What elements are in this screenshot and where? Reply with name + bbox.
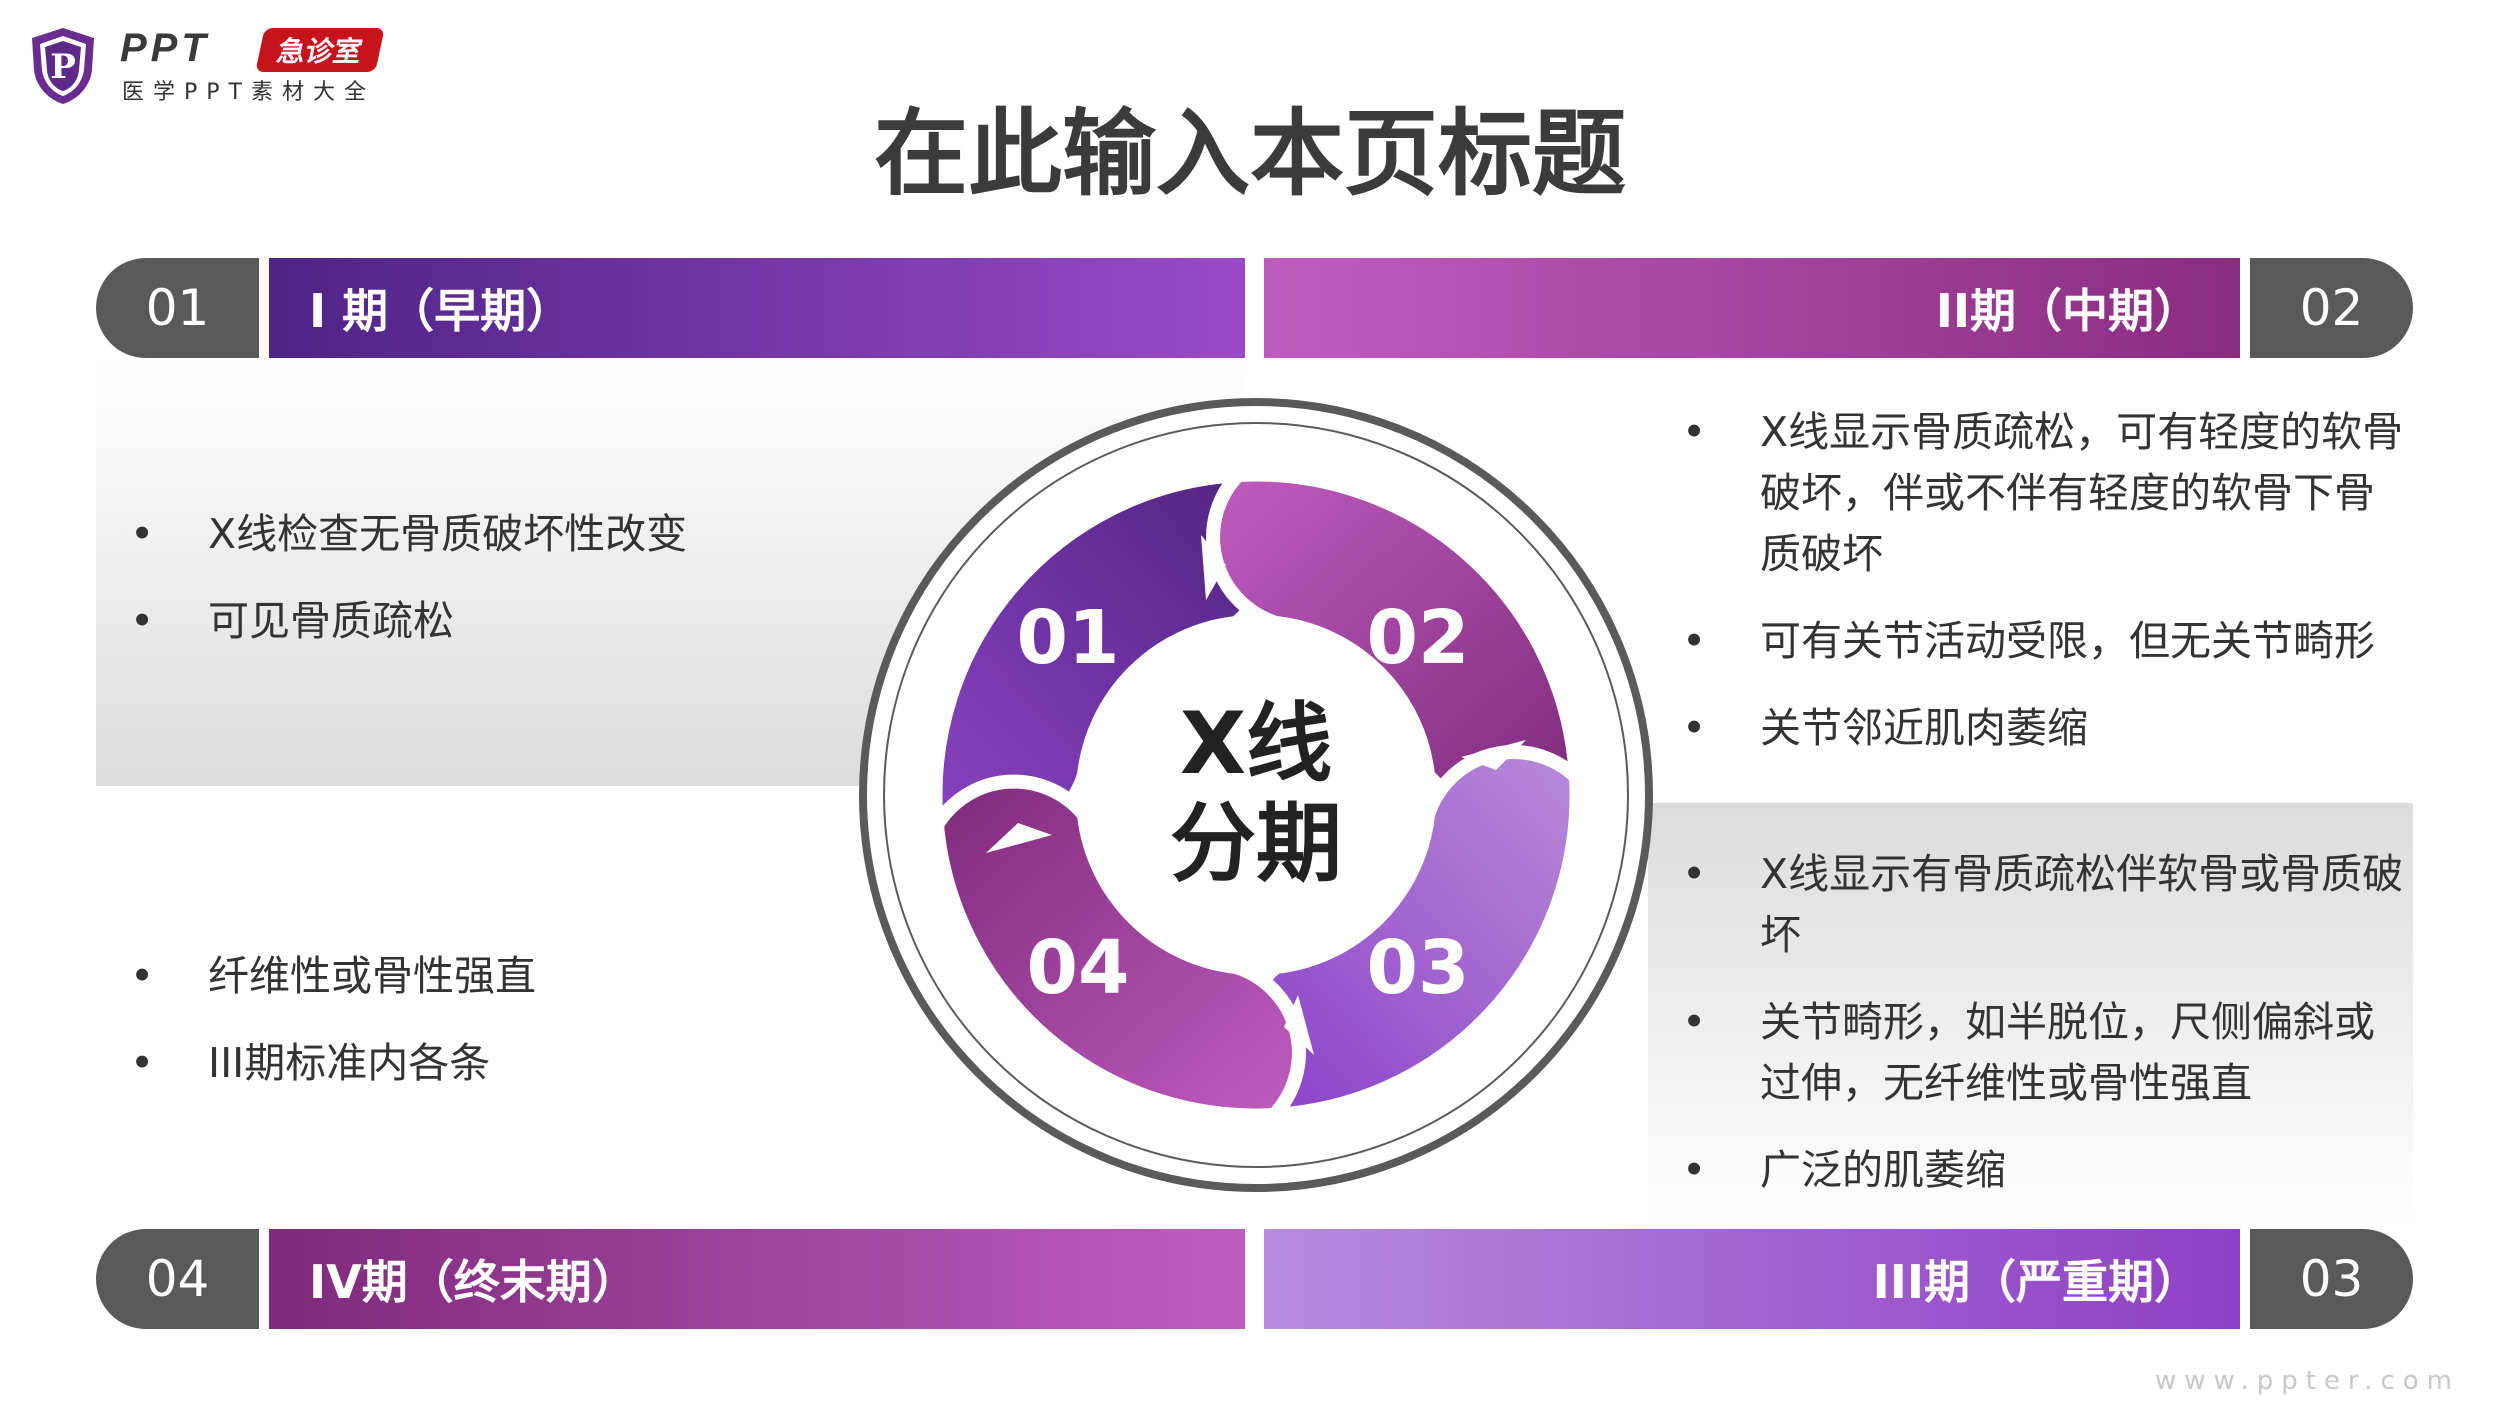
arrow-icon: [1284, 995, 1314, 1055]
segment-04: [929, 774, 1306, 1123]
list-item: X线显示有骨质疏松伴软骨或骨质破坏: [1682, 844, 2412, 966]
stage-04-list: 纤维性或骨性强直 III期标准内各条: [130, 946, 1030, 1120]
list-item: 关节畸形，如半脱位，尺侧偏斜或过伸，无纤维性或骨性强直: [1682, 992, 2412, 1114]
ring-number-03: 03: [1367, 925, 1470, 1011]
inner-ring-line: [883, 422, 1629, 1168]
shield-p-icon: P: [32, 28, 94, 104]
list-item: 可有关节活动受限，但无关节畸形: [1682, 611, 2412, 672]
ring-number-01: 01: [1017, 595, 1120, 681]
logo-brand: PPT: [120, 26, 210, 70]
page-title: 在此输入本页标题: [873, 100, 1626, 209]
list-item: 广泛的肌萎缩: [1682, 1140, 2412, 1201]
center-circle: [1088, 627, 1424, 963]
list-item: 纤维性或骨性强直: [130, 946, 1030, 1007]
list-item: 关节邻近肌肉萎缩: [1682, 698, 2412, 759]
arrow-icon: [986, 823, 1052, 853]
list-item: X线检查无骨质破坏性改变: [130, 504, 1030, 565]
stage-03-number: 03: [2250, 1229, 2413, 1329]
ring-number-04: 04: [1027, 925, 1130, 1011]
list-item: III期标准内各条: [130, 1033, 1030, 1094]
stage-01-list: X线检查无骨质破坏性改变 可见骨质疏松: [130, 504, 1030, 678]
stage-01-number: 01: [96, 258, 259, 358]
ring-number-02: 02: [1367, 595, 1470, 681]
logo: P PPT 急诊室 医学PPT素材大全: [28, 22, 398, 112]
stage-02-number: 02: [2250, 258, 2413, 358]
logo-subtitle: 医学PPT素材大全: [122, 80, 375, 105]
stage-01-header: I 期（早期）: [269, 258, 1245, 358]
stage-04-header: IV期（终末期）: [269, 1229, 1245, 1329]
list-item: X线显示骨质疏松，可有轻度的软骨破坏，伴或不伴有轻度的软骨下骨质破坏: [1682, 402, 2412, 585]
arrow-icon: [1461, 740, 1526, 770]
watermark: www.ppter.com: [2155, 1366, 2460, 1396]
arrow-icon: [1201, 535, 1226, 600]
center-text-line2: 分期: [1170, 794, 1342, 894]
list-item: 可见骨质疏松: [130, 591, 1030, 652]
svg-text:P: P: [50, 47, 76, 87]
stage-03-list: X线显示有骨质疏松伴软骨或骨质破坏 关节畸形，如半脱位，尺侧偏斜或过伸，无纤维性…: [1682, 844, 2412, 1227]
cycle-diagram: 01 02 03 04 X线 分期: [859, 398, 1653, 1192]
stage-03-header: III期（严重期）: [1264, 1229, 2240, 1329]
center-text-line1: X线: [1180, 694, 1332, 794]
stage-02-list: X线显示骨质疏松，可有轻度的软骨破坏，伴或不伴有轻度的软骨下骨质破坏 可有关节活…: [1682, 402, 2412, 785]
stage-04-number: 04: [96, 1229, 259, 1329]
stage-02-header: II期（中期）: [1264, 258, 2240, 358]
logo-badge: 急诊室: [255, 28, 385, 72]
